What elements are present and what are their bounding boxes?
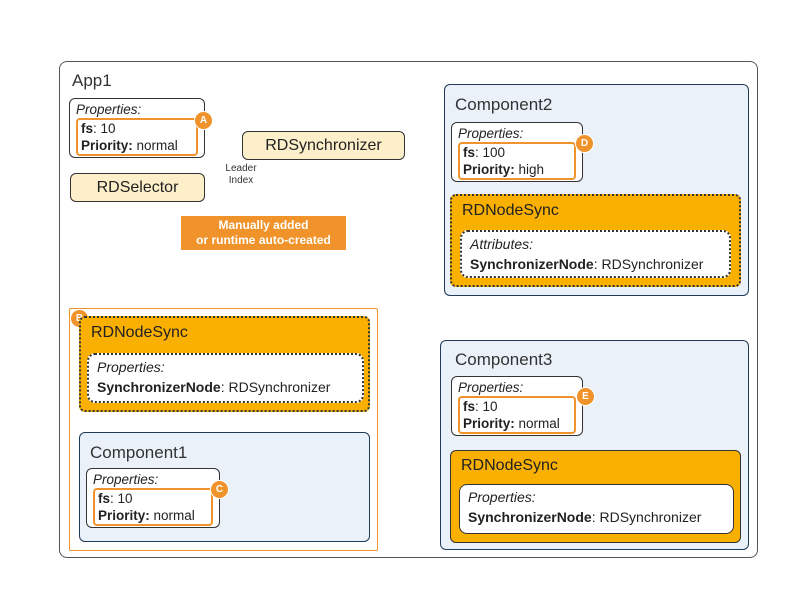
properties-heading: Properties: [458, 126, 524, 141]
nodesync-properties: Properties: SynchronizerNode: RDSynchron… [87, 353, 364, 403]
group-b-nodesync[interactable]: RDNodeSync Properties: SynchronizerNode:… [79, 316, 370, 412]
component3-nodesync[interactable]: RDNodeSync Properties: SynchronizerNode:… [450, 450, 741, 543]
nodesync-properties: Properties: SynchronizerNode: RDSynchron… [459, 484, 734, 534]
synchronizer-node[interactable]: RDSynchronizer [242, 131, 405, 160]
badge-c: C [210, 480, 229, 499]
component2-title: Component2 [455, 95, 553, 114]
app-properties: Properties: fs: 10 Priority: normal [69, 98, 205, 158]
callout-note: Manually added or runtime auto-created [181, 216, 346, 250]
app-title: App1 [72, 71, 112, 90]
component2-properties: Properties: fs: 100 Priority: high [451, 122, 583, 182]
component3-title: Component3 [455, 350, 553, 369]
component1-title: Component1 [90, 443, 188, 462]
badge-a: A [194, 111, 213, 130]
nodesync-attributes: Attributes: SynchronizerNode: RDSynchron… [460, 230, 731, 278]
badge-e: E [576, 387, 595, 406]
properties-heading: Properties: [458, 380, 524, 395]
properties-heading: Properties: [76, 102, 142, 117]
properties-highlight: fs: 10 Priority: normal [76, 118, 198, 156]
properties-heading: Properties: [93, 472, 159, 487]
component3-properties: Properties: fs: 10 Priority: normal [451, 376, 583, 436]
badge-d: D [575, 134, 594, 153]
group-b-container [69, 308, 378, 551]
leader-index-label: Leader Index [225, 163, 257, 186]
component2-nodesync[interactable]: RDNodeSync Attributes: SynchronizerNode:… [450, 194, 741, 287]
properties-highlight: fs: 100 Priority: high [458, 142, 576, 180]
properties-highlight: fs: 10 Priority: normal [93, 488, 213, 526]
nodesync-title: RDNodeSync [91, 324, 188, 341]
selector-node[interactable]: RDSelector [70, 173, 205, 202]
properties-highlight: fs: 10 Priority: normal [458, 396, 576, 434]
component1-properties: Properties: fs: 10 Priority: normal [86, 468, 220, 528]
nodesync-title: RDNodeSync [462, 202, 559, 219]
nodesync-title: RDNodeSync [461, 457, 558, 474]
